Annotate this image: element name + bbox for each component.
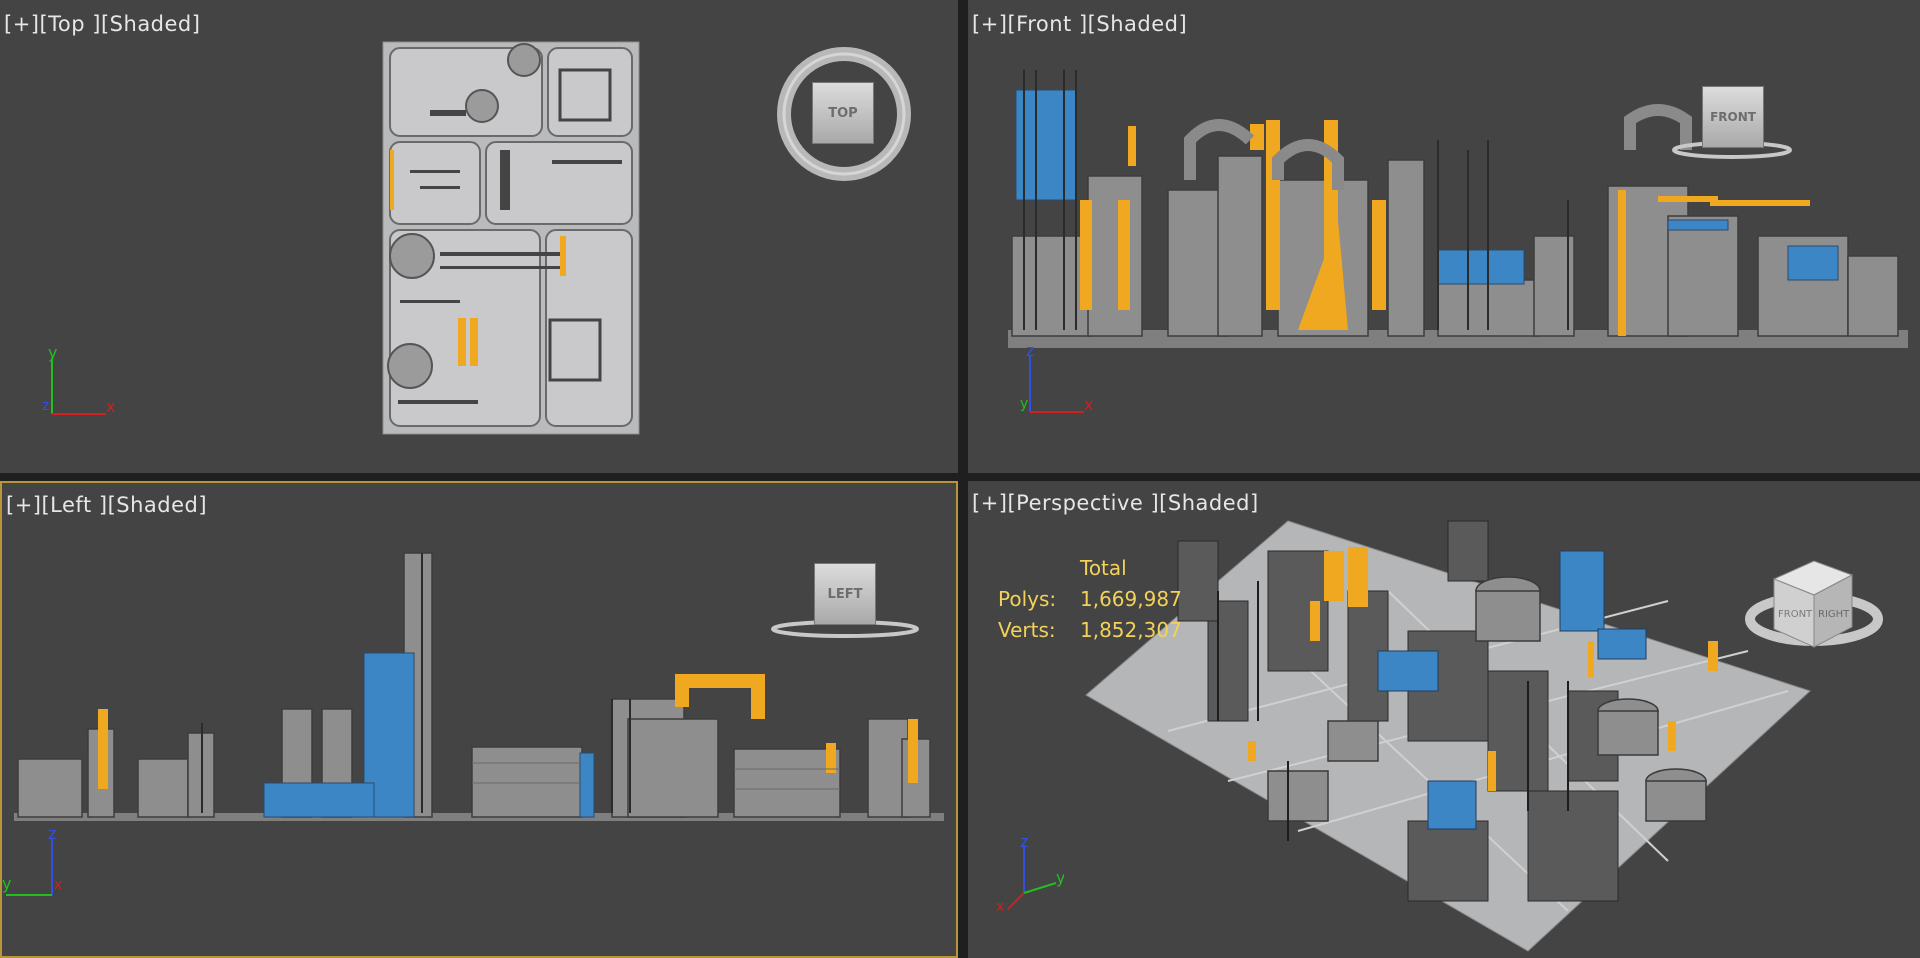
axis-x-label: x bbox=[1084, 395, 1093, 414]
axis-tripod: z y x bbox=[996, 837, 1064, 913]
axis-y-label: y bbox=[1056, 868, 1064, 887]
stats-verts-value: 1,852,307 bbox=[1080, 618, 1182, 642]
axis-tripod: y x z bbox=[42, 348, 115, 416]
viewport-top-label: [+][Top ][Shaded] bbox=[4, 12, 200, 36]
viewport-left[interactable]: [+][Left ][Shaded] bbox=[0, 481, 958, 958]
viewport-shading-menu[interactable]: [Shaded] bbox=[107, 493, 208, 517]
viewport-menu-plus[interactable]: [+] bbox=[4, 12, 40, 36]
stats-polys-label: Polys: bbox=[998, 587, 1057, 611]
axis-z-label: z bbox=[48, 829, 56, 843]
front-view-elevation bbox=[1008, 70, 1908, 348]
viewcube-ring bbox=[777, 47, 911, 181]
axis-y-label: y bbox=[1020, 396, 1028, 412]
viewport-left-label: [+][Left ][Shaded] bbox=[6, 493, 207, 517]
scene-statistics: Total Polys: 1,669,987 Verts: 1,852,307 bbox=[998, 553, 1182, 646]
viewport-view-menu[interactable]: [Front ] bbox=[1007, 12, 1088, 36]
viewcube-3d: FRONT RIGHT bbox=[1745, 560, 1883, 648]
axis-z-label: z bbox=[42, 398, 49, 414]
viewport-front-label: [+][Front ][Shaded] bbox=[972, 12, 1187, 36]
viewport-menu-plus[interactable]: [+] bbox=[972, 12, 1008, 36]
viewport-front[interactable]: [+][Front ][Shaded] bbox=[968, 0, 1920, 473]
viewcube-top[interactable]: TOP bbox=[776, 44, 912, 182]
viewport-menu-plus[interactable]: [+] bbox=[972, 491, 1008, 515]
viewcube-face-right: RIGHT bbox=[1818, 609, 1850, 620]
viewport-shading-menu[interactable]: [Shaded] bbox=[1159, 491, 1259, 515]
viewcube-perspective[interactable]: FRONT RIGHT bbox=[1744, 541, 1884, 661]
viewport-menu-plus[interactable]: [+] bbox=[6, 493, 42, 517]
axis-x-label: x bbox=[996, 899, 1004, 913]
axis-x-label: x bbox=[54, 877, 62, 893]
axis-y-label: y bbox=[48, 348, 57, 362]
viewport-top[interactable]: [+][Top ][Shaded] bbox=[0, 0, 958, 473]
axis-tripod: z y x bbox=[2, 829, 62, 896]
viewcube-face-front: FRONT bbox=[1778, 609, 1813, 620]
viewcube-face-left[interactable]: LEFT bbox=[814, 563, 876, 625]
axis-x-label: x bbox=[106, 397, 115, 416]
left-view-elevation bbox=[14, 552, 944, 821]
axis-tripod: z x y bbox=[1020, 346, 1093, 414]
perspective-scene bbox=[1085, 520, 1811, 952]
axis-z-label: z bbox=[1026, 346, 1034, 360]
viewport-view-menu[interactable]: [Perspective ] bbox=[1007, 491, 1160, 515]
viewport-view-menu[interactable]: [Left ] bbox=[41, 493, 108, 517]
axis-z-label: z bbox=[1020, 837, 1028, 851]
viewport-perspective[interactable]: [+][Perspective ][Shaded] Total Polys: 1… bbox=[968, 481, 1920, 958]
axis-y-label: y bbox=[2, 874, 11, 893]
stats-verts-label: Verts: bbox=[998, 618, 1056, 642]
viewcube-front[interactable]: FRONT bbox=[1670, 82, 1794, 162]
stats-polys-value: 1,669,987 bbox=[1080, 587, 1182, 611]
stats-polys-row: Polys: 1,669,987 bbox=[998, 584, 1182, 615]
stats-header: Total bbox=[1080, 556, 1127, 580]
viewcube-left[interactable]: LEFT bbox=[770, 563, 920, 643]
viewcube-face-front[interactable]: FRONT bbox=[1702, 86, 1764, 148]
viewport-perspective-label: [+][Perspective ][Shaded] bbox=[972, 491, 1259, 515]
top-view-plan bbox=[382, 41, 640, 435]
viewcube-face-top[interactable]: TOP bbox=[812, 82, 874, 144]
viewport-shading-menu[interactable]: [Shaded] bbox=[1087, 12, 1188, 36]
viewport-view-menu[interactable]: [Top ] bbox=[39, 12, 101, 36]
viewport-shading-menu[interactable]: [Shaded] bbox=[100, 12, 201, 36]
stats-verts-row: Verts: 1,852,307 bbox=[998, 615, 1182, 646]
